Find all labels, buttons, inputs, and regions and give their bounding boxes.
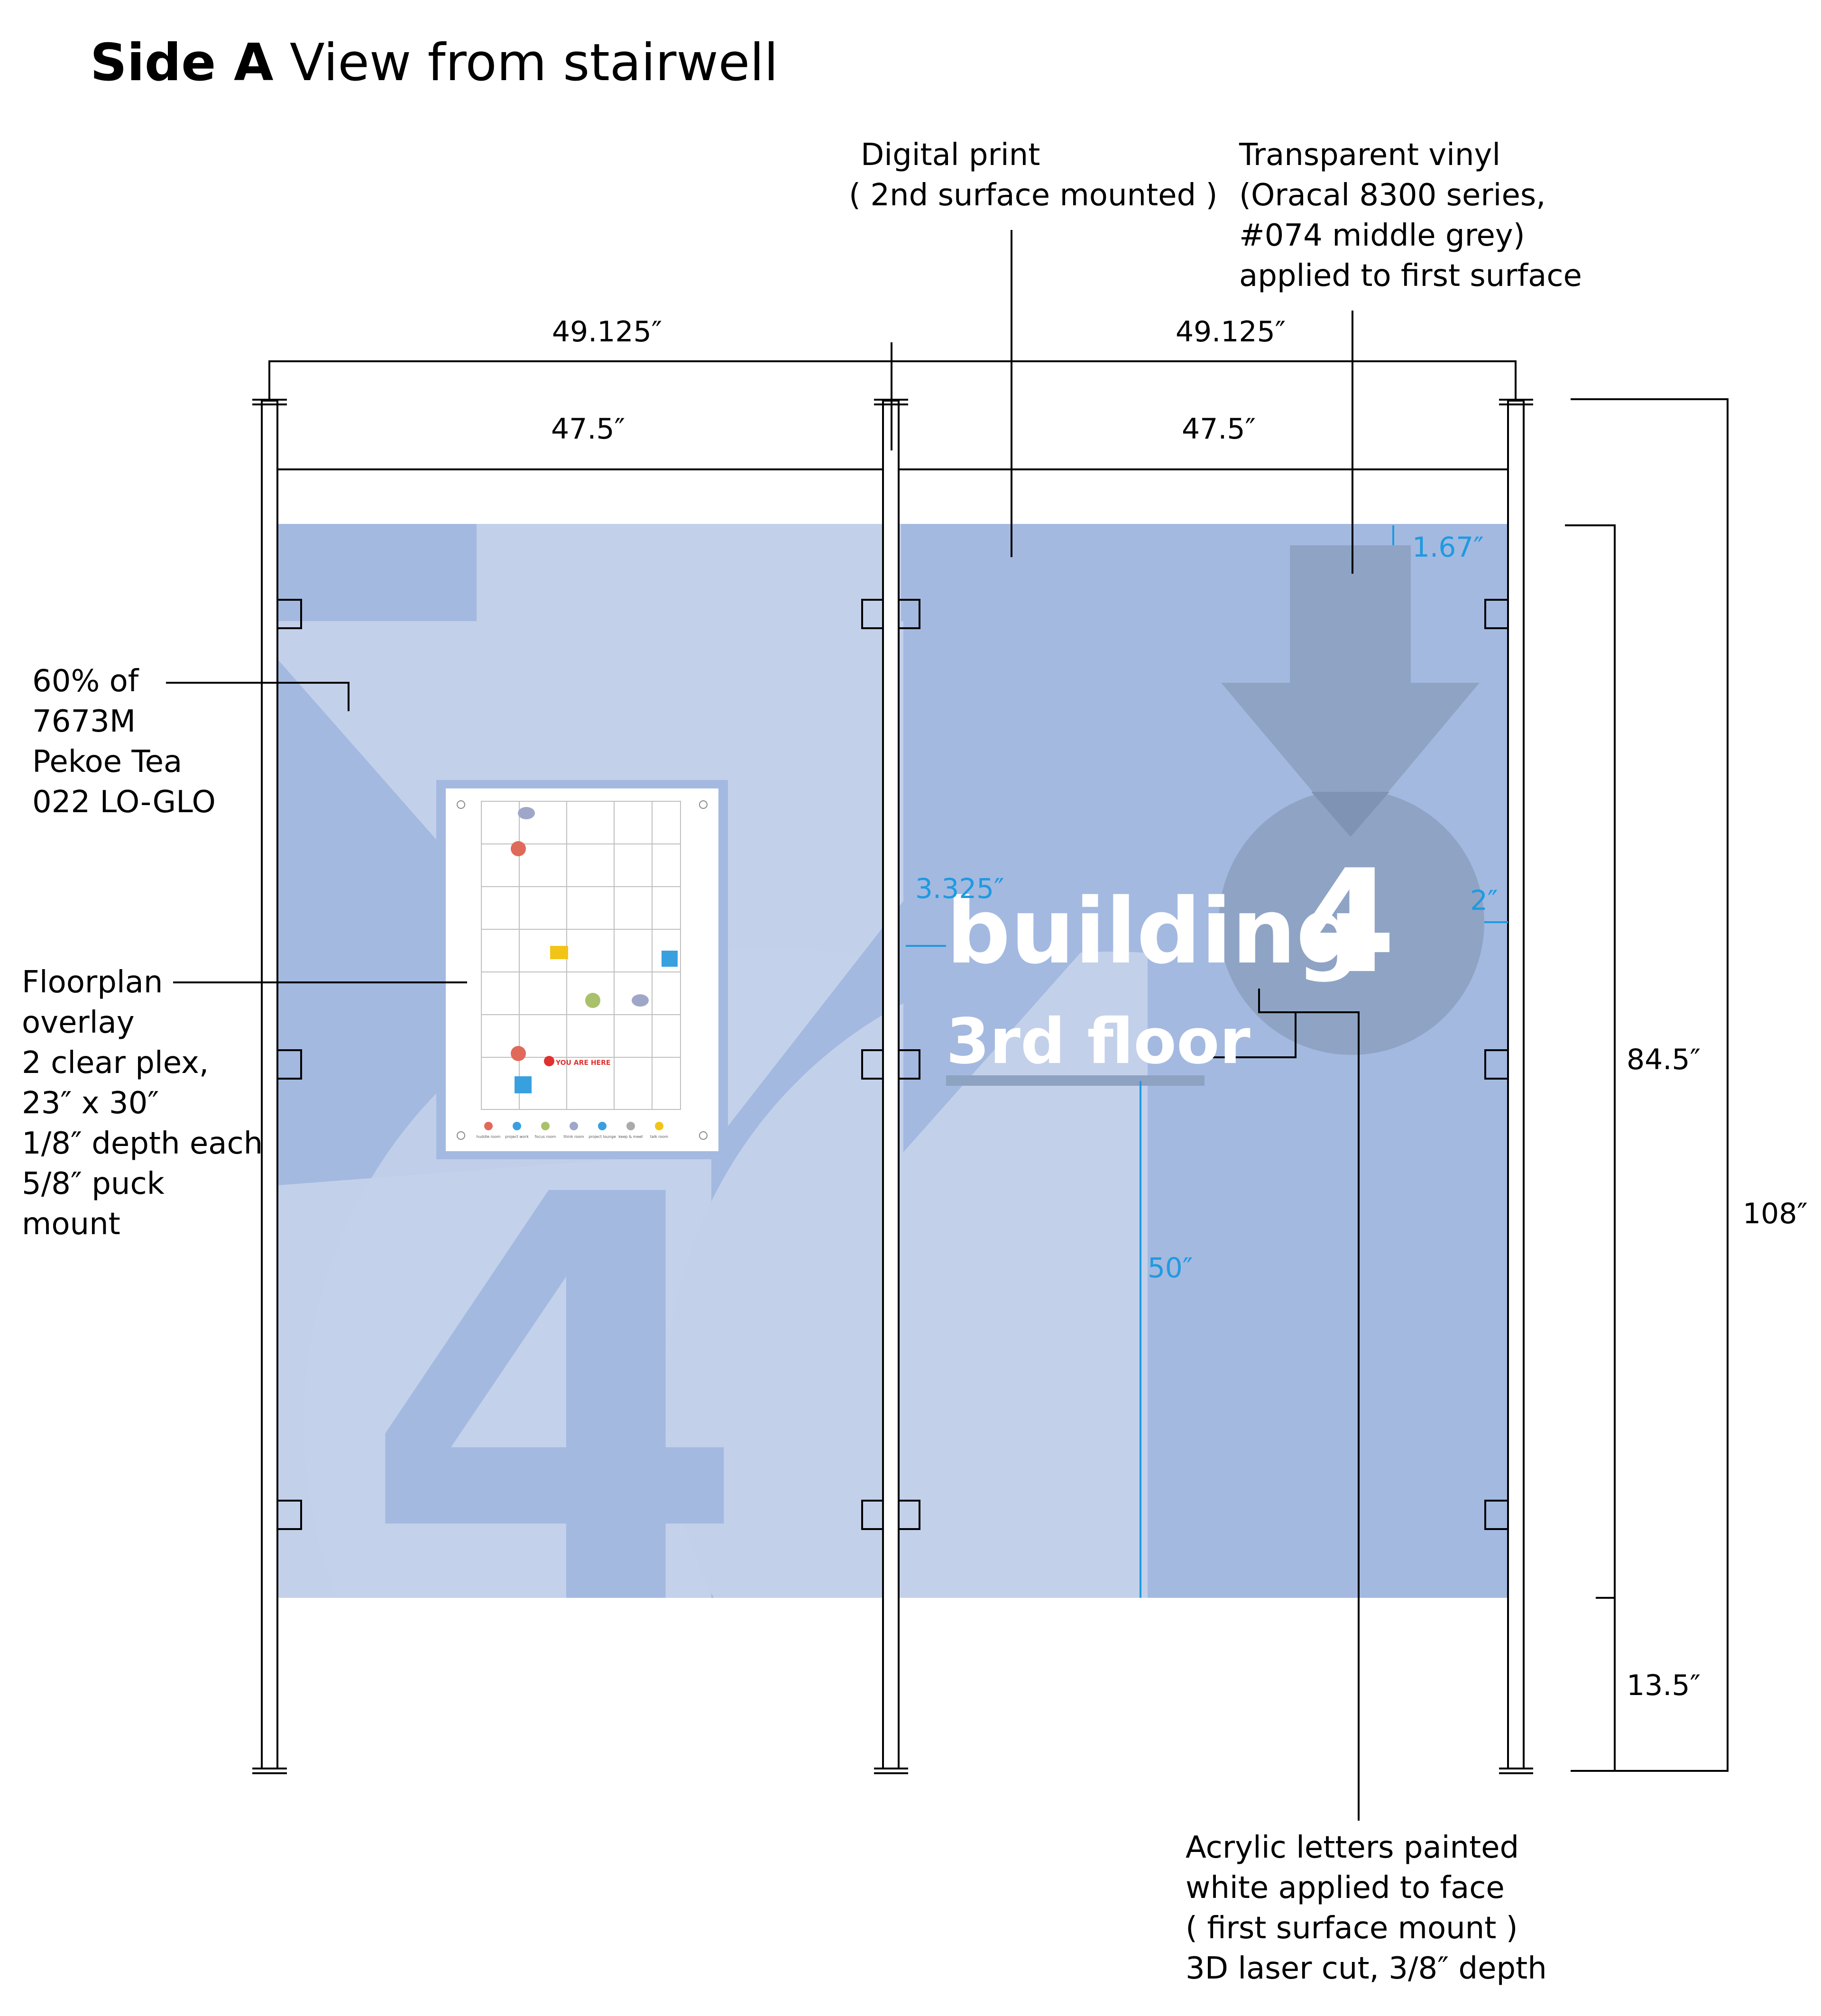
dimension-inner-left: 47.5″ xyxy=(551,412,625,446)
dimension-outer-right: 49.125″ xyxy=(1175,315,1286,348)
callout-acrylic: Acrylic letters painted white applied to… xyxy=(1186,1830,1547,1986)
dimension-left-offset: 3.325″ xyxy=(915,872,1004,905)
legend-label: focus room xyxy=(535,1135,556,1139)
legend-icon xyxy=(598,1122,607,1130)
panel-top-left-block xyxy=(277,524,477,621)
legend-label: huddle room xyxy=(477,1135,501,1139)
legend-icon xyxy=(541,1122,550,1130)
dimension-graphic-height: 84.5″ xyxy=(1627,1043,1701,1076)
dimension-inner-right: 47.5″ xyxy=(1181,412,1256,446)
blue-dimension-lines xyxy=(906,525,1508,1598)
page-title: Side A View from stairwell xyxy=(90,33,778,92)
dimension-lines xyxy=(268,342,1729,1772)
legend-icon xyxy=(484,1122,493,1130)
title-view: View from stairwell xyxy=(289,33,779,92)
title-side: Side A xyxy=(90,33,274,92)
floorplan-legend: huddle room project work focus room think r… xyxy=(477,1122,668,1139)
callout-leaders xyxy=(166,230,1360,1821)
callout-floorplan: Floorplan overlay 2 clear plex, 23″ x 30… xyxy=(22,965,263,1242)
panel-right-arc xyxy=(666,951,1148,1598)
dimension-top-margin: 1.67″ xyxy=(1412,531,1484,563)
legend-label: think room xyxy=(563,1135,584,1139)
legend-icon xyxy=(626,1122,635,1130)
vinyl-circle xyxy=(1219,789,1484,1055)
dimension-right-margin: 2″ xyxy=(1470,884,1498,916)
legend-label: project work xyxy=(505,1135,529,1139)
legend-label: keep & meet xyxy=(618,1135,643,1139)
legend-label: project lounge xyxy=(589,1135,616,1139)
support-posts xyxy=(252,399,1533,1774)
you-are-here-label: YOU ARE HERE xyxy=(555,1059,610,1067)
callout-color-spec: 60% of 7673M Pekoe Tea 022 LO-GLO xyxy=(32,664,216,820)
legend-label: talk room xyxy=(650,1135,668,1139)
dimension-outer-left: 49.125″ xyxy=(552,315,662,348)
floorplan-sheet xyxy=(446,788,718,1151)
dimension-text-height: 50″ xyxy=(1148,1252,1193,1284)
callout-digital-print: Digital print ( 2nd surface mounted ) xyxy=(849,137,1218,213)
sign-building-word: building xyxy=(946,879,1361,984)
big-numeral-four: 4 xyxy=(360,1079,749,1730)
floorplan-room-markers xyxy=(511,807,678,1093)
callout-vinyl: Transparent vinyl (Oracal 8300 series, #… xyxy=(1239,137,1582,293)
dimension-bottom-gap: 13.5″ xyxy=(1627,1669,1701,1702)
legend-icon xyxy=(513,1122,521,1130)
vinyl-arrow-graphic xyxy=(1221,545,1480,837)
dimension-total-height: 108″ xyxy=(1743,1197,1808,1230)
sign-floor: 3rd floor xyxy=(946,1005,1251,1078)
sign-building-number: 4 xyxy=(1297,839,1396,1005)
legend-icon xyxy=(655,1122,663,1130)
floorplan-screw-holes xyxy=(457,800,708,1140)
standoff-brackets xyxy=(276,599,1509,1530)
legend-icon xyxy=(570,1122,578,1130)
